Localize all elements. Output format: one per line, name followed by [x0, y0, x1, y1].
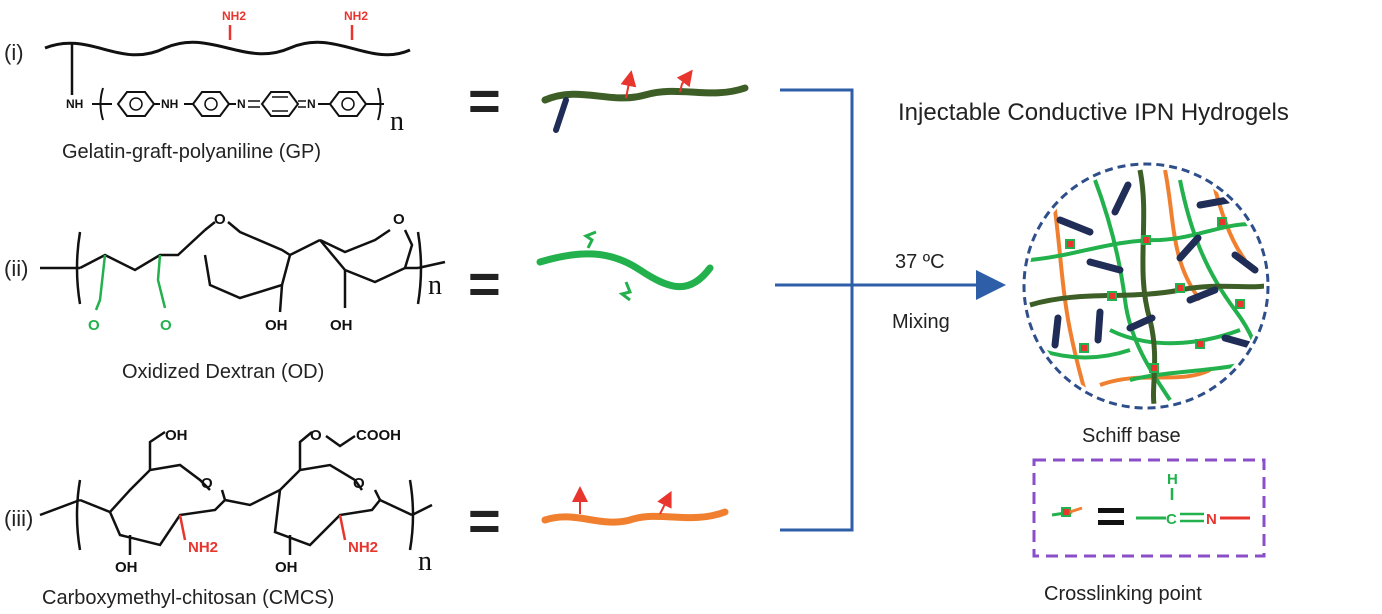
cmcs-o-ring-1: O	[201, 475, 213, 492]
row-label-iii: (iii)	[4, 506, 33, 531]
od-repeat-n: n	[428, 270, 442, 301]
gp-nh2-1: NH2	[222, 9, 246, 23]
cmcs-oh-top-1: OH	[165, 427, 188, 444]
equals-od: =	[468, 252, 501, 315]
gp-cartoon	[541, 69, 749, 133]
arrow-temp: 37 ºC	[895, 251, 945, 273]
gp-structure: (i) NH2 NH2 NH NH N N n	[4, 9, 411, 163]
gp-nh-chain: NH	[161, 97, 178, 111]
crosslink-label: Crosslinking point	[1044, 583, 1202, 605]
od-name: Oxidized Dextran (OD)	[122, 361, 324, 383]
od-aldehyde-o-1: O	[88, 317, 100, 334]
cmcs-oh-1: OH	[115, 559, 138, 576]
hydrogel-network	[1022, 162, 1270, 410]
gp-repeat-n: n	[390, 106, 404, 137]
gp-name: Gelatin-graft-polyaniline (GP)	[62, 141, 321, 163]
cmcs-o-ring-2: O	[353, 475, 365, 492]
od-cartoon	[536, 230, 714, 302]
cmcs-nh2-2: NH2	[348, 539, 378, 556]
row-label-ii: (ii)	[4, 256, 28, 281]
arrow-action: Mixing	[892, 311, 950, 333]
schiff-c: C	[1166, 511, 1177, 528]
crosslink-legend: H C N	[1032, 458, 1266, 558]
cmcs-repeat-n: n	[418, 546, 432, 577]
schiff-h: H	[1167, 471, 1178, 488]
gp-nh-graft: NH	[66, 97, 83, 111]
od-o-ring-2: O	[393, 211, 405, 228]
od-aldehyde-o-2: O	[160, 317, 172, 334]
cmcs-name: Carboxymethyl-chitosan (CMCS)	[42, 587, 334, 609]
row-label-i: (i)	[4, 40, 24, 65]
cmcs-ether-o: O	[310, 427, 322, 444]
cmcs-nh2-1: NH2	[188, 539, 218, 556]
schiff-n: N	[1206, 511, 1217, 528]
od-structure: (ii) O O n O O OH OH Oxidized Dextran (O…	[4, 211, 446, 383]
cmcs-oh-2: OH	[275, 559, 298, 576]
cmcs-structure: (iii) O OH OH NH2 O O COOH OH NH2 n Carb…	[4, 427, 433, 609]
cmcs-cooh: COOH	[356, 427, 401, 444]
gp-n-2: N	[307, 97, 316, 111]
od-oh-1: OH	[265, 317, 288, 334]
gp-nh2-2: NH2	[344, 9, 368, 23]
equals-cmcs: =	[468, 489, 501, 552]
schiff-base-label: Schiff base	[1082, 425, 1181, 447]
equals-signs: = = =	[468, 69, 501, 552]
hydrogel-title: Injectable Conductive IPN Hydrogels	[898, 99, 1289, 126]
cmcs-cartoon	[541, 486, 729, 526]
equals-gp: =	[468, 69, 501, 132]
merge-bracket: 37 ºC Mixing	[775, 88, 1006, 532]
od-oh-2: OH	[330, 317, 353, 334]
od-o-ring-1: O	[214, 211, 226, 228]
gp-n-1: N	[237, 97, 246, 111]
